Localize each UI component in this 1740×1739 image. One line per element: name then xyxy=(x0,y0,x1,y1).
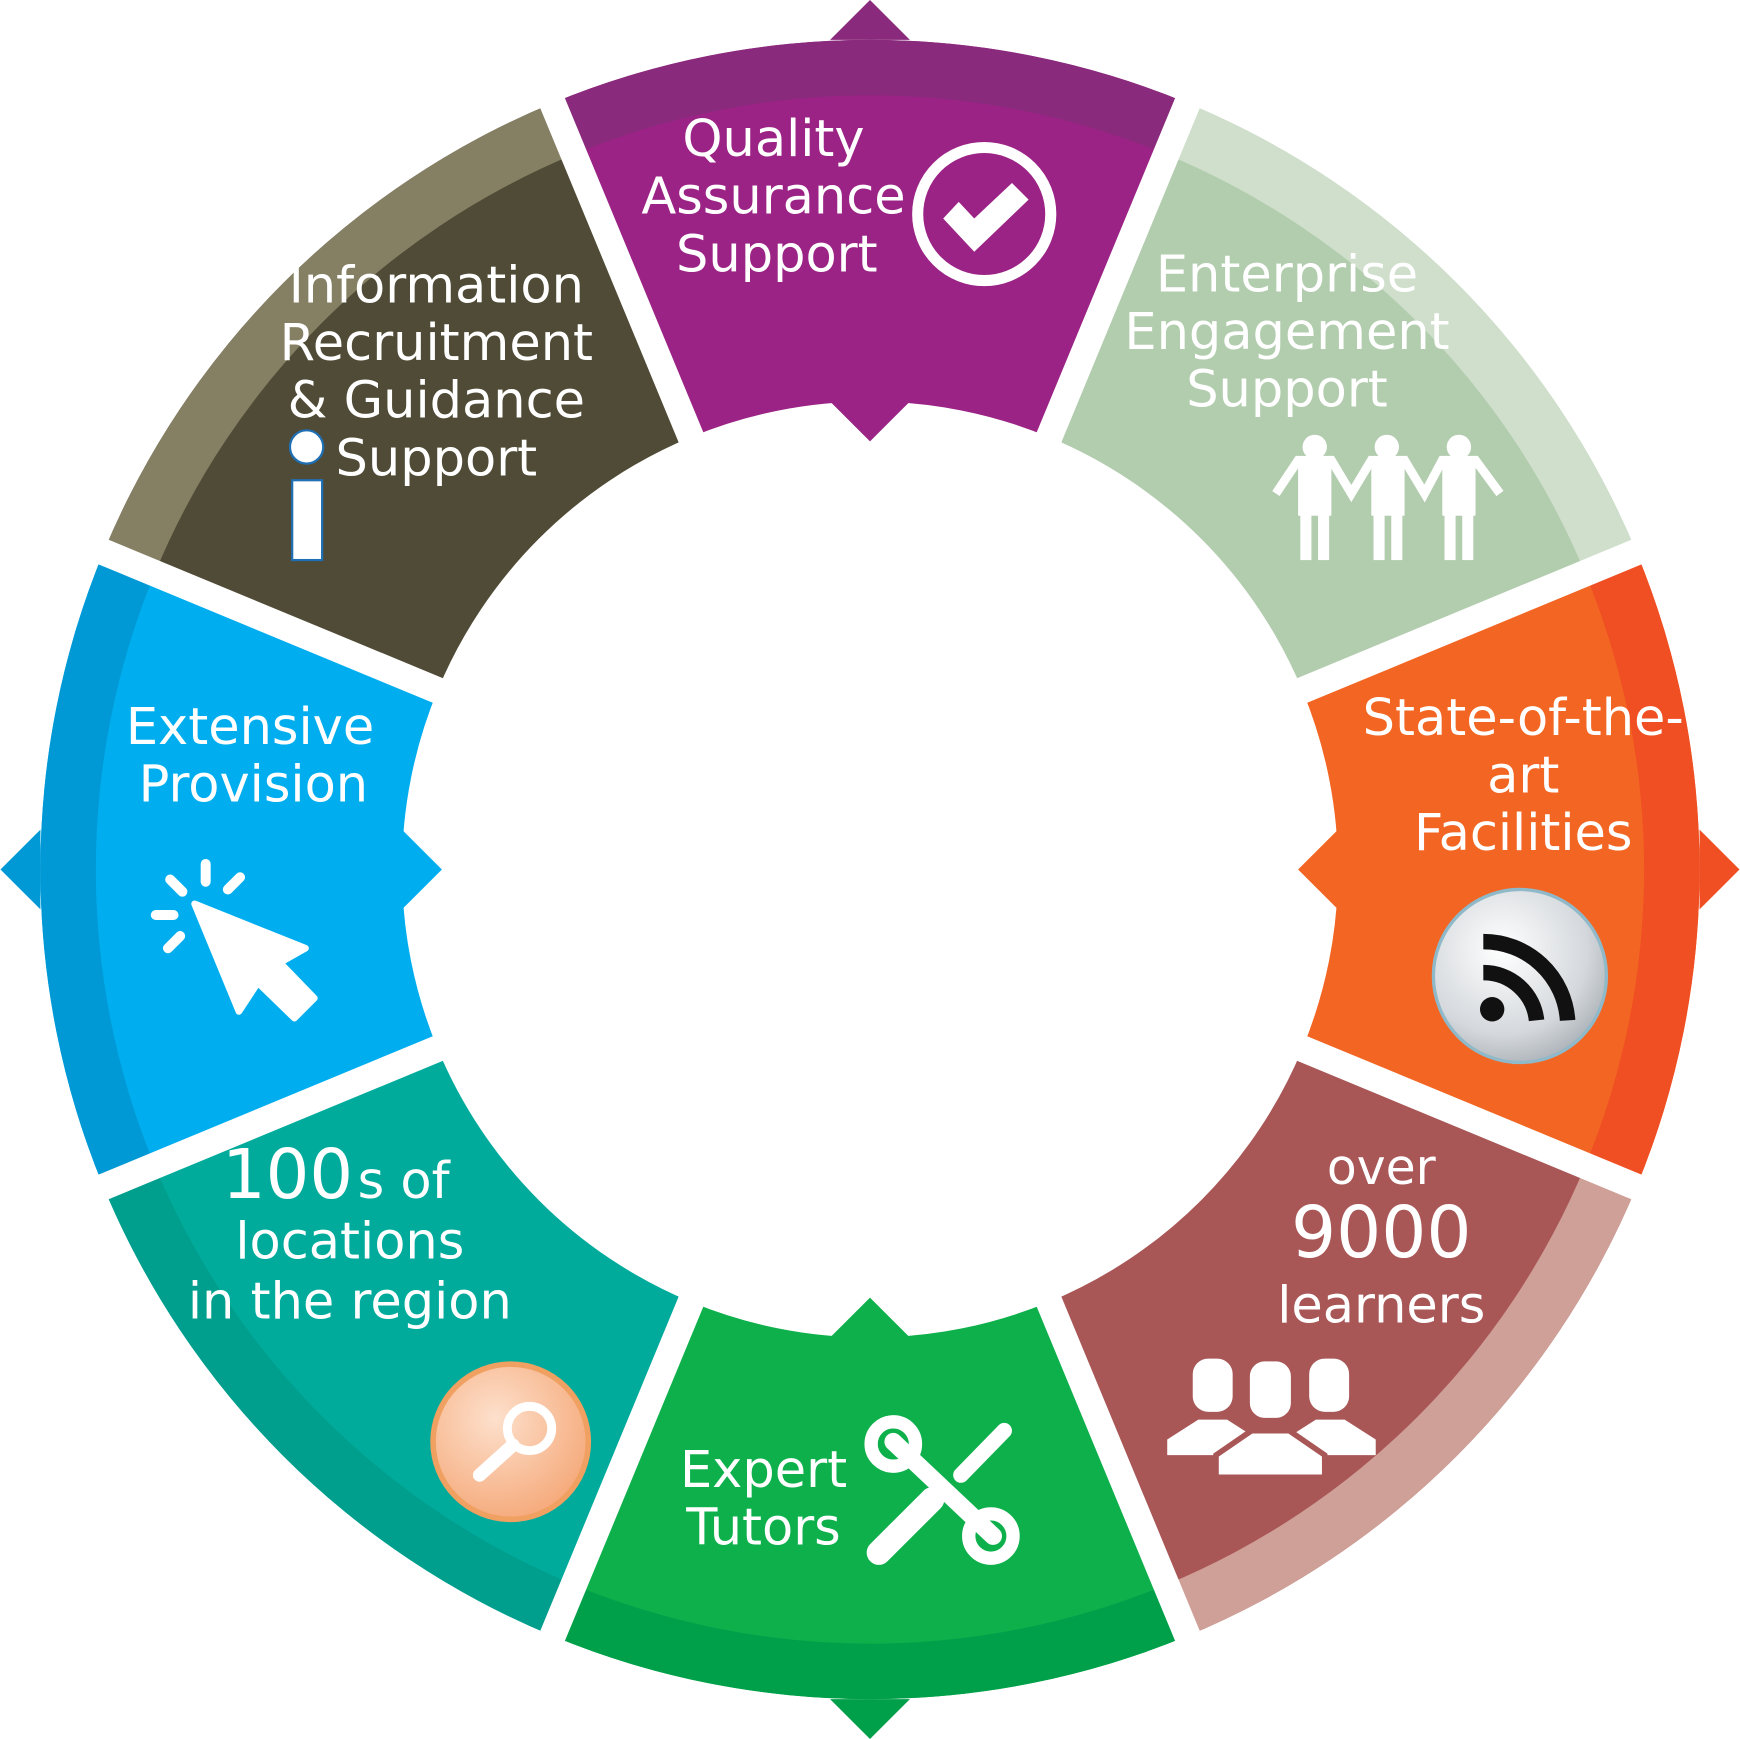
segment-facilities-outer-band xyxy=(1585,552,1700,1187)
segment-information xyxy=(103,103,691,691)
label-line: art xyxy=(1487,747,1559,806)
label-line: in the region xyxy=(188,1272,512,1331)
segment-tutors-outer-band xyxy=(552,1584,1188,1700)
notch-facilities xyxy=(1699,829,1740,910)
segment-information-label: Information Recruitment & Guidance Suppo… xyxy=(280,256,593,488)
notch-facilities xyxy=(1298,829,1339,910)
segment-quality-label: Quality Assurance Support xyxy=(641,110,905,284)
label-line: Assurance xyxy=(641,168,905,227)
segment-enterprise-outer-band xyxy=(1166,103,1637,574)
label-line: State-of-the- xyxy=(1363,689,1684,748)
segment-divider xyxy=(1032,87,1205,453)
locations-count: 100 xyxy=(222,1135,353,1215)
label-line: Information xyxy=(289,256,584,315)
label-line: Recruitment xyxy=(280,314,593,373)
segment-tutors xyxy=(552,1301,1188,1700)
segment-divider xyxy=(1287,1032,1652,1204)
segment-divider xyxy=(1287,535,1652,707)
cursor-click-icon xyxy=(150,858,318,1022)
segment-information-outer-band xyxy=(103,103,574,574)
notch-quality xyxy=(830,401,910,442)
label-line: Engagement xyxy=(1124,303,1449,362)
segment-locations-outer-band xyxy=(103,1165,574,1636)
segment-learners-outer-band xyxy=(1166,1165,1637,1636)
segment-enterprise-label: Enterprise Engagement Support xyxy=(1124,245,1449,419)
label-line: Facilities xyxy=(1414,804,1633,863)
label-line: locations xyxy=(235,1212,464,1271)
segment-quality-outer-band xyxy=(552,39,1188,155)
segment-divider xyxy=(535,1286,708,1652)
label-line: Quality xyxy=(682,110,864,169)
segment-divider xyxy=(1032,1286,1205,1652)
label-line: Provision xyxy=(139,755,369,814)
segment-divider xyxy=(88,535,453,707)
magnifier-icon xyxy=(430,1361,592,1523)
segment-provision-label: Extensive Provision xyxy=(126,698,374,815)
segment-provision-outer-band xyxy=(40,552,155,1187)
users-group-icon xyxy=(1167,1355,1376,1481)
segment-enterprise xyxy=(1049,103,1637,691)
segment-learners xyxy=(1049,1048,1637,1636)
people-holding-hands-icon xyxy=(1272,434,1504,561)
label-line: Support xyxy=(1186,361,1388,420)
label-line: Enterprise xyxy=(1156,245,1418,304)
label-line: s of xyxy=(358,1152,451,1211)
rss-feed-icon xyxy=(1431,887,1609,1065)
label-line: learners xyxy=(1277,1277,1485,1336)
notch-tutors xyxy=(830,1297,910,1338)
tools-icon xyxy=(864,1415,1020,1565)
segment-divider xyxy=(535,87,708,453)
label-line: Expert xyxy=(680,1441,847,1500)
segment-provision xyxy=(40,552,438,1187)
segment-divider xyxy=(88,1032,453,1204)
label-line: & Guidance xyxy=(288,372,585,431)
segment-learners-label: over 9000 learners xyxy=(1277,1139,1485,1336)
label-line: Support xyxy=(676,225,878,284)
segment-quality xyxy=(552,39,1188,438)
segment-locations-label: 100 s of locations in the region xyxy=(188,1135,512,1331)
label-line: over xyxy=(1327,1139,1437,1196)
notch-quality xyxy=(830,0,910,40)
notch-provision xyxy=(0,829,41,910)
segment-facilities xyxy=(1302,552,1700,1187)
learner-count: 9000 xyxy=(1291,1191,1472,1274)
label-line: Extensive xyxy=(126,698,374,757)
check-circle-icon xyxy=(912,141,1057,287)
notch-tutors xyxy=(830,1699,910,1739)
label-line: Support xyxy=(336,429,538,488)
segment-tutors-label: Expert Tutors xyxy=(680,1441,847,1558)
notch-provision xyxy=(401,829,442,910)
segment-facilities-label: State-of-the- art Facilities xyxy=(1363,689,1684,863)
info-icon xyxy=(288,429,325,562)
label-line: Tutors xyxy=(685,1498,840,1557)
